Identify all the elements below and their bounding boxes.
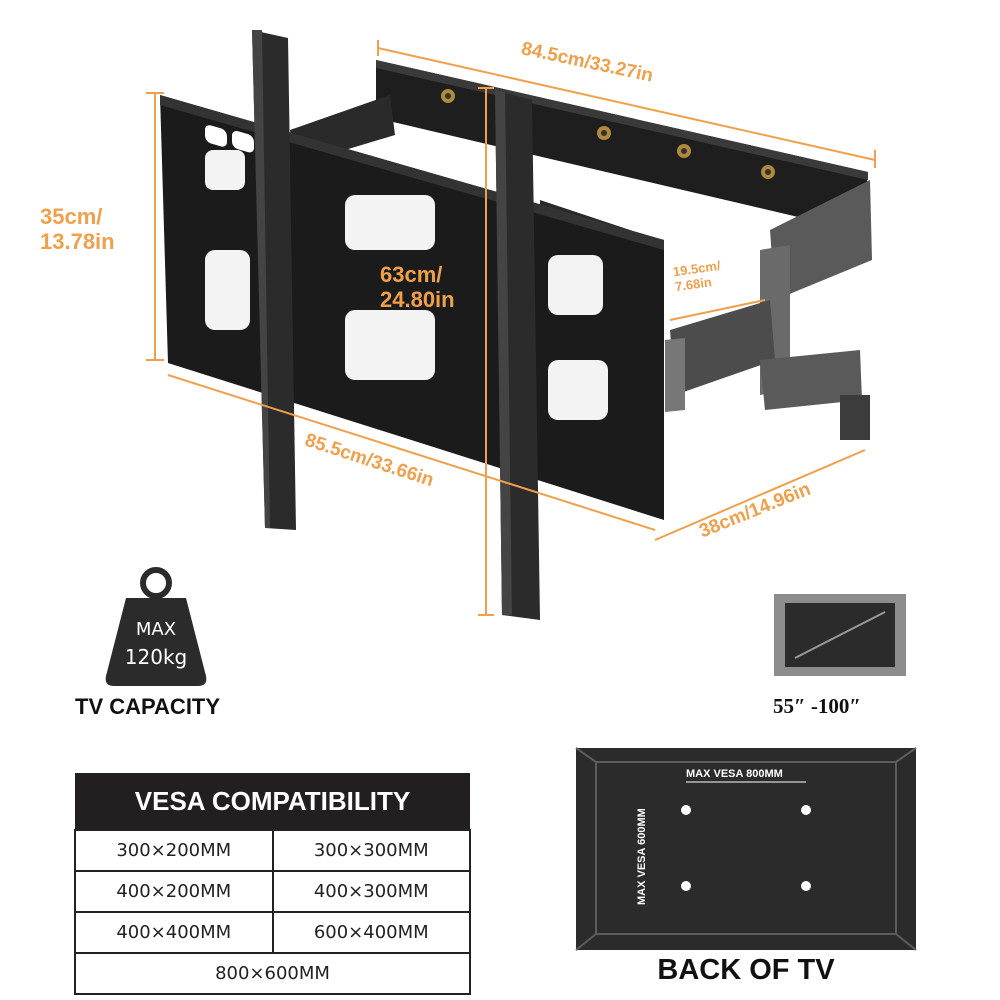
table-cell: 300×300MM bbox=[271, 829, 471, 872]
left-height-line1: 35cm/ bbox=[40, 204, 103, 229]
vesa-compatibility-table: VESA COMPATIBILITY 300×200MM 300×300MM 4… bbox=[74, 773, 471, 995]
left-height-line2: 13.78in bbox=[40, 229, 115, 255]
tv-mount-illustration bbox=[146, 30, 876, 620]
vertical-bracket-right bbox=[495, 90, 540, 620]
table-cell: 400×200MM bbox=[74, 870, 274, 913]
center-height-line1: 63cm/ bbox=[380, 262, 443, 287]
vesa-table-header: VESA COMPATIBILITY bbox=[75, 773, 470, 830]
table-cell: 600×400MM bbox=[271, 911, 471, 954]
center-height-label: 63cm/ 24.80in bbox=[380, 262, 455, 313]
max-vesa-height-label: MAX VESA 600MM bbox=[636, 808, 648, 905]
back-of-tv-caption: BACK OF TV bbox=[657, 954, 835, 986]
weight-value-text: 120kg bbox=[124, 645, 188, 669]
table-row: 400×200MM 400×300MM bbox=[74, 870, 471, 913]
table-row: 300×200MM 300×300MM bbox=[74, 829, 471, 872]
table-cell: 800×600MM bbox=[74, 952, 471, 995]
max-vesa-width-label: MAX VESA 800MM bbox=[686, 768, 783, 780]
vesa-holes bbox=[681, 805, 811, 891]
weight-max-text: MAX bbox=[135, 619, 177, 640]
table-cell: 400×300MM bbox=[271, 870, 471, 913]
table-cell: 300×200MM bbox=[74, 829, 274, 872]
tv-size-range: 55″ -100″ bbox=[773, 694, 861, 718]
table-row: 400×400MM 600×400MM bbox=[74, 911, 471, 954]
vertical-bracket-left bbox=[252, 30, 296, 530]
left-height-label: 35cm/ 13.78in bbox=[40, 204, 115, 255]
table-cell: 400×400MM bbox=[74, 911, 274, 954]
center-height-line2: 24.80in bbox=[380, 287, 455, 313]
table-row: 800×600MM bbox=[74, 952, 471, 995]
tv-capacity-caption: TV CAPACITY bbox=[75, 694, 221, 719]
dimension-lines bbox=[146, 40, 876, 616]
